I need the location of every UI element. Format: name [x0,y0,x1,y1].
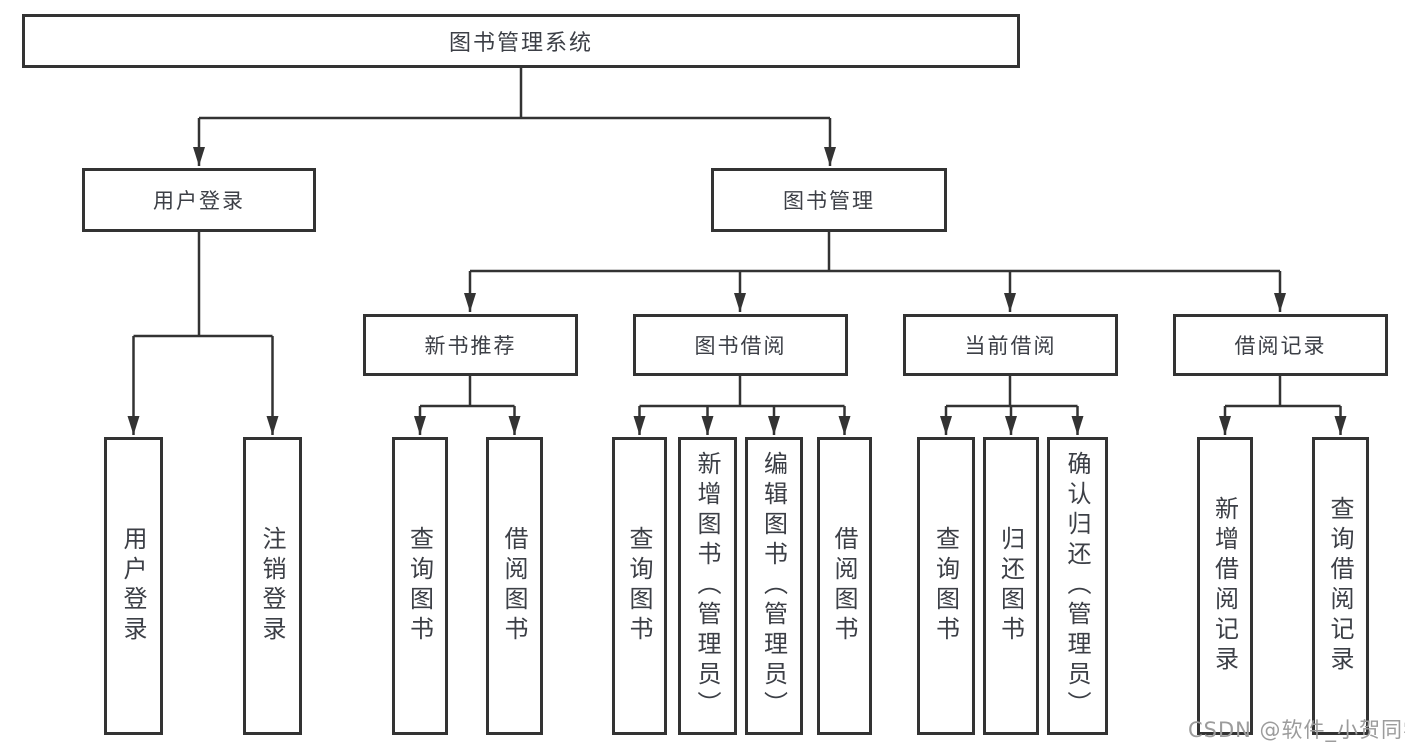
node-label: 图书管理 [783,189,875,213]
leaf-borrow-books-recommend: 借阅图书 [486,437,543,735]
leaf-label: 编辑图书（管理员） [759,451,788,721]
csdn-watermark: CSDN @软件_小贺同学 [1188,718,1405,742]
node-user-login: 用户登录 [82,168,316,232]
node-book-management: 图书管理 [711,168,947,232]
leaf-label: 借阅图书 [830,526,858,646]
leaf-add-borrow-record: 新增借阅记录 [1197,437,1253,735]
leaf-logout: 注销登录 [243,437,302,735]
node-root-system: 图书管理系统 [22,14,1020,68]
leaf-label: 用户登录 [119,526,147,646]
leaf-edit-book-admin: 编辑图书（管理员） [745,437,803,735]
leaf-borrow-books-borrowing: 借阅图书 [817,437,872,735]
node-label: 图书借阅 [694,334,787,358]
node-book-borrowing: 图书借阅 [633,314,848,376]
leaf-label: 归还图书 [996,526,1025,646]
leaf-label: 借阅图书 [500,526,528,646]
node-root-label: 图书管理系统 [448,31,593,56]
leaf-query-books-borrowing: 查询图书 [612,437,667,735]
leaf-label: 查询借阅记录 [1326,496,1354,676]
leaf-confirm-return-admin: 确认归还（管理员） [1047,437,1108,735]
leaf-return-book: 归还图书 [983,437,1039,735]
leaf-query-books-recommend: 查询图书 [392,437,448,735]
leaf-add-book-admin: 新增图书（管理员） [678,437,737,735]
node-label: 当前借阅 [964,334,1057,358]
leaf-label: 查询图书 [931,526,960,646]
leaf-query-books-current: 查询图书 [917,437,975,735]
leaf-label: 确认归还（管理员） [1063,451,1091,721]
leaf-label: 新增借阅记录 [1210,496,1239,676]
leaf-label: 注销登录 [258,526,286,646]
node-label: 新书推荐 [424,334,517,358]
node-new-book-recommend: 新书推荐 [363,314,578,376]
leaf-label: 查询图书 [625,526,653,646]
leaf-label: 新增图书（管理员） [693,451,721,721]
node-borrowing-records: 借阅记录 [1173,314,1388,376]
node-label: 借阅记录 [1234,334,1327,358]
leaf-query-borrow-record: 查询借阅记录 [1312,437,1369,735]
node-label: 用户登录 [153,189,245,213]
node-current-borrowing: 当前借阅 [903,314,1118,376]
leaf-user-login: 用户登录 [104,437,163,735]
leaf-label: 查询图书 [405,526,434,646]
